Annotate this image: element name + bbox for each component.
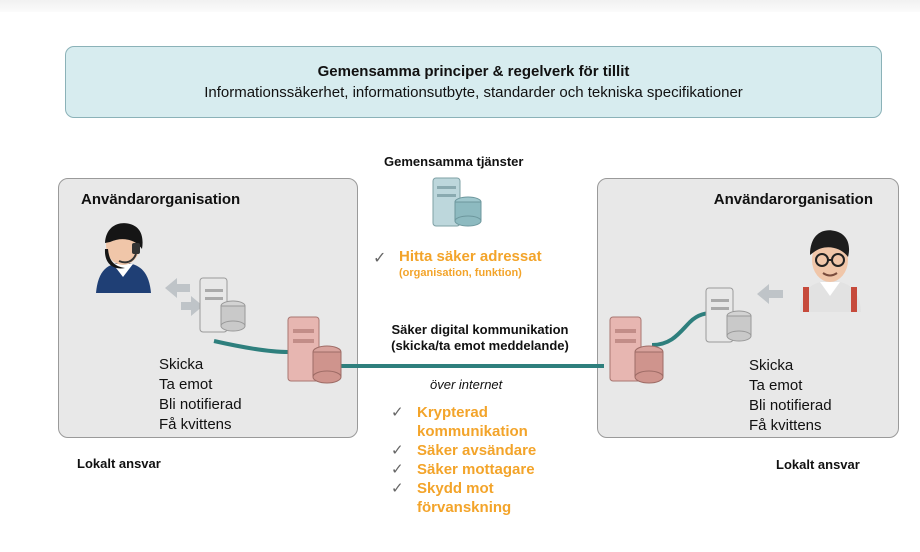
find-address-subtitle: (organisation, funktion) [399, 267, 522, 279]
left-gateway-server-icon [287, 316, 342, 384]
feature-secure-sender: ✓ Säker avsändare [391, 441, 536, 460]
right-action-notified: Bli notifierad [749, 397, 832, 414]
left-local-responsibility: Lokalt ansvar [77, 456, 161, 471]
person-headset-icon [96, 223, 151, 293]
left-local-line [213, 339, 289, 354]
principles-box: Gemensamma principer & regelverk för til… [65, 46, 882, 118]
top-bar [0, 0, 920, 12]
right-bidirectional-arrow-icon [757, 284, 783, 304]
feature-integrity: ✓ Skydd mot förvanskning [391, 479, 536, 517]
right-action-receive: Ta emot [749, 377, 803, 394]
secure-communication-subtitle: (skicka/ta emot meddelande) [391, 338, 569, 353]
secure-communication-title: Säker digital kommunikation [391, 322, 569, 337]
person-glasses-icon [800, 230, 861, 312]
right-action-send: Skicka [749, 357, 794, 374]
feature-secure-sender-label: Säker avsändare [417, 442, 537, 459]
feature-encrypted-line2: kommunikation [417, 423, 528, 440]
right-actions-list: Skicka Ta emot Bli notifierad Få kvitten… [749, 356, 832, 436]
right-action-receipt: Få kvittens [749, 417, 822, 434]
left-bidirectional-arrow-icon [165, 278, 190, 298]
right-gateway-server-icon [609, 316, 664, 384]
left-action-send: Skicka [159, 356, 204, 373]
shared-services-server-icon [432, 177, 482, 227]
feature-encrypted-line1: Krypterad [417, 404, 488, 421]
security-features-list: ✓ Krypterad kommunikation ✓ Säker avsänd… [391, 403, 536, 517]
feature-encrypted: ✓ Krypterad kommunikation [391, 403, 536, 441]
check-icon: ✓ [391, 442, 404, 459]
feature-integrity-line1: Skydd mot [417, 480, 494, 497]
find-address-check: ✓ Hitta säker adressat (organisation, fu… [373, 248, 542, 279]
left-org-title: Användarorganisation [81, 191, 241, 208]
left-return-arrow-icon [181, 296, 203, 316]
left-local-server-icon [199, 277, 246, 333]
left-actions-list: Skicka Ta emot Bli notifierad Få kvitten… [159, 355, 242, 435]
feature-secure-recipient-label: Säker mottagare [417, 461, 535, 478]
shared-services-title: Gemensamma tjänster [384, 154, 524, 169]
principles-title: Gemensamma principer & regelverk för til… [317, 63, 630, 80]
principles-subtitle: Informationssäkerhet, informationsutbyte… [204, 84, 743, 101]
right-local-responsibility: Lokalt ansvar [776, 457, 860, 472]
check-icon: ✓ [391, 480, 404, 497]
left-action-receipt: Få kvittens [159, 416, 232, 433]
secure-communication-label: Säker digital kommunikation (skicka/ta e… [370, 322, 590, 354]
right-local-server-icon [705, 287, 752, 343]
left-action-notified: Bli notifierad [159, 396, 242, 413]
left-action-receive: Ta emot [159, 376, 213, 393]
find-address-item: ✓ Hitta säker adressat (organisation, fu… [373, 248, 542, 279]
right-org-title: Användarorganisation [713, 191, 873, 208]
check-icon: ✓ [391, 404, 404, 421]
check-icon: ✓ [373, 250, 387, 267]
over-internet-label: över internet [430, 377, 503, 392]
feature-secure-recipient: ✓ Säker mottagare [391, 460, 536, 479]
find-address-label: Hitta säker adressat [399, 248, 542, 265]
feature-integrity-line2: förvanskning [417, 499, 512, 516]
check-icon: ✓ [391, 461, 404, 478]
